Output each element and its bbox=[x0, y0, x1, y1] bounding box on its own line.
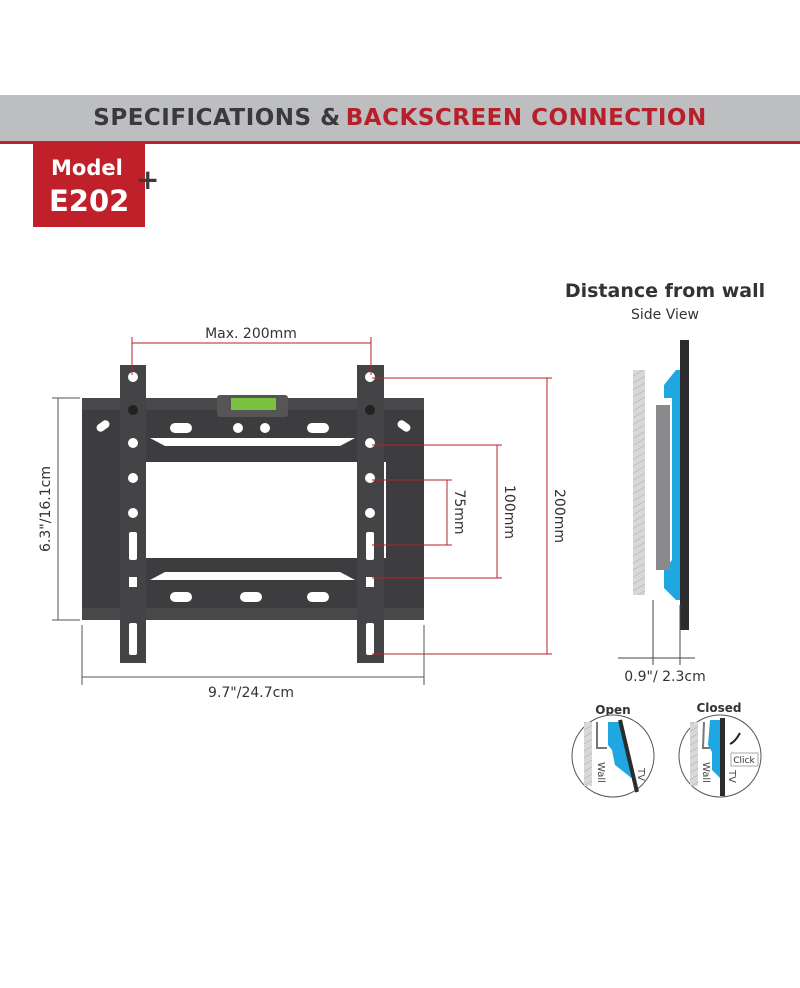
svg-text:TV: TV bbox=[726, 769, 737, 783]
vesa-75-label: 75mm bbox=[451, 489, 467, 534]
plus-icon: + bbox=[136, 163, 160, 196]
wall bbox=[633, 370, 645, 595]
right-upright bbox=[357, 365, 384, 663]
height-label: 6.3"/16.1cm bbox=[38, 466, 54, 552]
closed-detail: Click Wall TV bbox=[678, 714, 762, 798]
outer-dimension-lines bbox=[52, 397, 425, 685]
section-header: SPECIFICATIONS & BACKSCREEN CONNECTION bbox=[0, 95, 800, 144]
open-detail: Wall TV bbox=[571, 714, 655, 798]
tv-plate bbox=[664, 370, 680, 600]
tv-panel bbox=[680, 340, 689, 630]
max-width-label: Max. 200mm bbox=[205, 326, 297, 342]
width-label: 9.7"/24.7cm bbox=[208, 685, 294, 701]
wall-bracket bbox=[82, 365, 424, 663]
left-upright bbox=[120, 365, 146, 663]
side-view-subtitle: Side View bbox=[631, 307, 699, 323]
open-label: Open bbox=[595, 703, 630, 717]
side-view-illustration bbox=[618, 340, 695, 665]
svg-text:Click: Click bbox=[733, 756, 755, 766]
dimension-lines bbox=[131, 337, 552, 655]
header-title-part2: BACKSCREEN CONNECTION bbox=[345, 105, 707, 131]
svg-text:Wall: Wall bbox=[595, 762, 606, 783]
level-vial bbox=[231, 398, 276, 410]
vesa-100-label: 100mm bbox=[501, 485, 517, 539]
svg-text:Wall: Wall bbox=[700, 762, 711, 783]
header-title-part1: SPECIFICATIONS & bbox=[93, 105, 341, 131]
click-arrow-icon bbox=[729, 732, 741, 745]
distance-label: 0.9"/ 2.3cm bbox=[624, 669, 705, 685]
side-view-title: Distance from wall bbox=[565, 280, 765, 302]
svg-text:TV: TV bbox=[635, 767, 646, 781]
model-badge: Model E202 + bbox=[33, 144, 159, 227]
bracket-profile bbox=[656, 405, 670, 570]
closed-label: Closed bbox=[696, 701, 741, 715]
model-number: E202 bbox=[49, 184, 130, 218]
vesa-200-label: 200mm bbox=[551, 489, 567, 543]
model-label: Model bbox=[51, 156, 123, 180]
